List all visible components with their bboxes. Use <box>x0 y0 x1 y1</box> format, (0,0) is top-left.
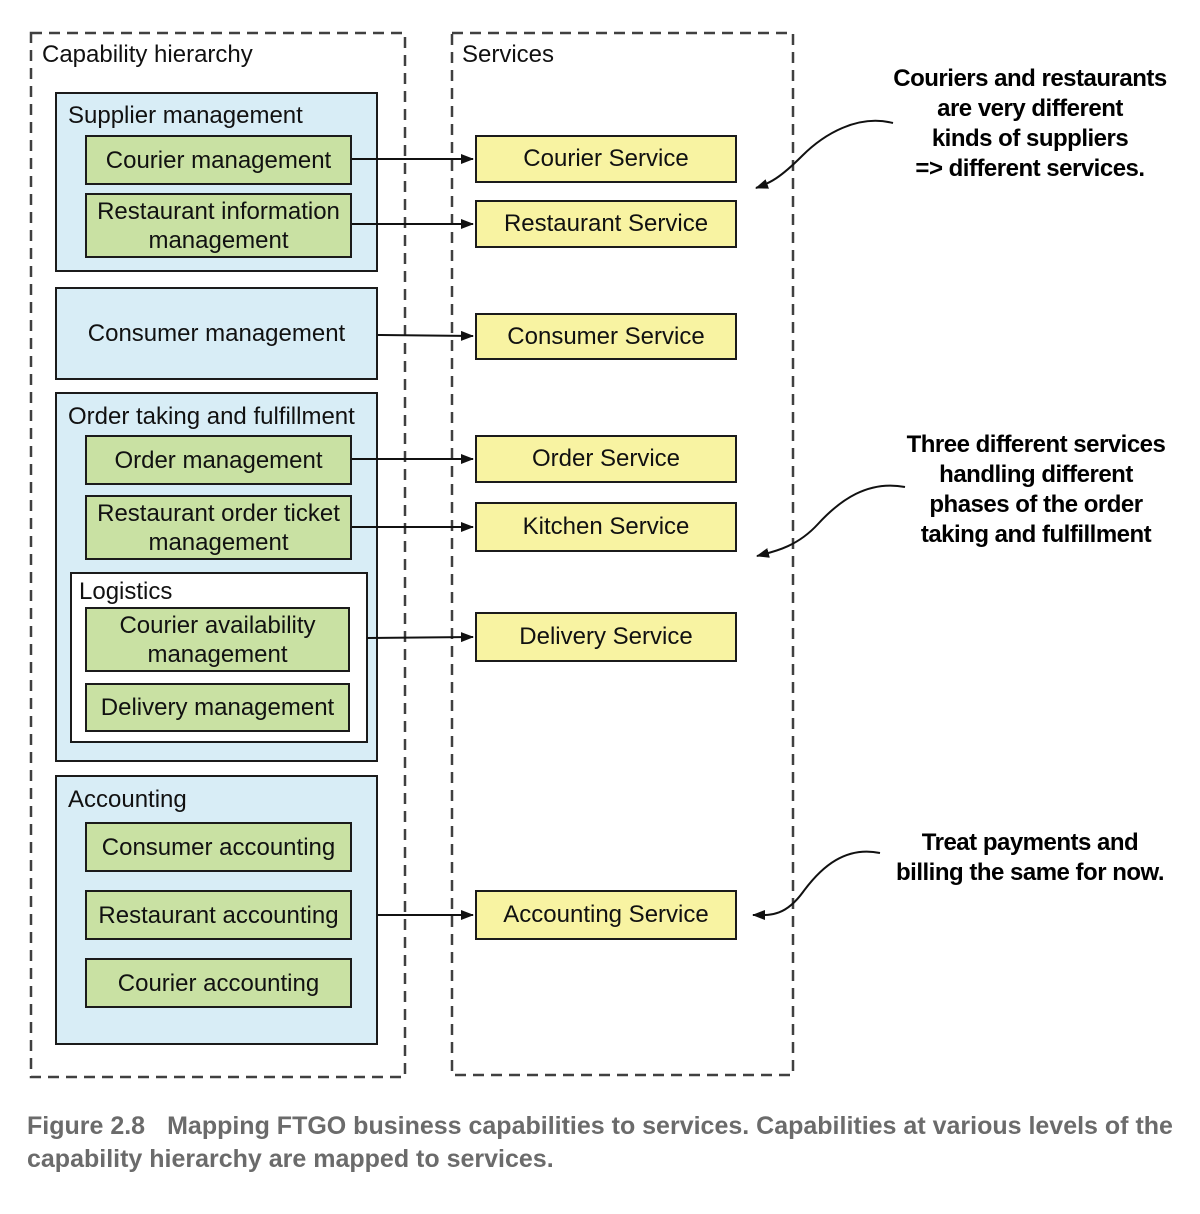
capability-courier-availability-management: Courier availability management <box>85 607 350 672</box>
service-consumer: Consumer Service <box>475 313 737 360</box>
annotation-arrow-suppliers <box>755 119 894 189</box>
connector-consumer-management-to-consumer-service <box>377 330 474 341</box>
connector-logistics-to-delivery-service <box>366 632 474 643</box>
annotation-line: Three different services <box>906 431 1166 458</box>
capability-restaurant-accounting: Restaurant accounting <box>85 890 352 940</box>
capability-restaurant-information-management: Restaurant information management <box>85 193 352 258</box>
capability-courier-accounting: Courier accounting <box>85 958 352 1008</box>
group-supplier-management-label: Supplier management <box>68 102 303 129</box>
annotation-line: Couriers and restaurants <box>893 65 1167 92</box>
services-panel-title: Services <box>462 41 555 68</box>
annotation-line: handling different <box>939 461 1133 488</box>
figure-caption-label: Figure 2.8 <box>27 1112 146 1140</box>
capability-order-management: Order management <box>85 435 352 485</box>
capability-panel-title: Capability hierarchy <box>42 41 253 68</box>
service-delivery: Delivery Service <box>475 612 737 662</box>
capability-consumer-accounting: Consumer accounting <box>85 822 352 872</box>
annotation-arrow-order-services <box>756 484 906 558</box>
group-accounting-label: Accounting <box>68 786 187 813</box>
capability-courier-management: Courier management <box>85 135 352 185</box>
annotation-payments-billing: Treat payments and billing the same for … <box>876 828 1184 888</box>
annotation-line: phases of the order <box>929 491 1143 518</box>
service-kitchen: Kitchen Service <box>475 502 737 552</box>
group-logistics-label: Logistics <box>79 578 173 605</box>
service-accounting: Accounting Service <box>475 890 737 940</box>
service-restaurant: Restaurant Service <box>475 200 737 248</box>
service-courier: Courier Service <box>475 135 737 183</box>
annotation-line: Treat payments and <box>921 829 1139 856</box>
annotation-line: taking and fulfillment <box>920 521 1152 548</box>
capability-restaurant-order-ticket-management: Restaurant order ticket management <box>85 495 352 560</box>
figure-caption-text: Mapping FTGO business capabilities to se… <box>27 1112 1173 1173</box>
group-order-taking-label: Order taking and fulfillment <box>68 403 355 430</box>
annotation-line: are very different <box>937 95 1123 122</box>
annotation-line: => different services. <box>915 155 1145 182</box>
annotation-line: kinds of suppliers <box>931 125 1129 152</box>
annotation-order-services: Three different services handling differ… <box>884 430 1188 550</box>
annotation-arrow-payments <box>752 850 881 921</box>
annotation-suppliers: Couriers and restaurants are very differ… <box>878 64 1182 184</box>
capability-consumer-management: Consumer management <box>55 287 378 380</box>
capability-delivery-management: Delivery management <box>85 683 350 732</box>
annotation-line: billing the same for now. <box>896 859 1164 886</box>
service-order: Order Service <box>475 435 737 483</box>
